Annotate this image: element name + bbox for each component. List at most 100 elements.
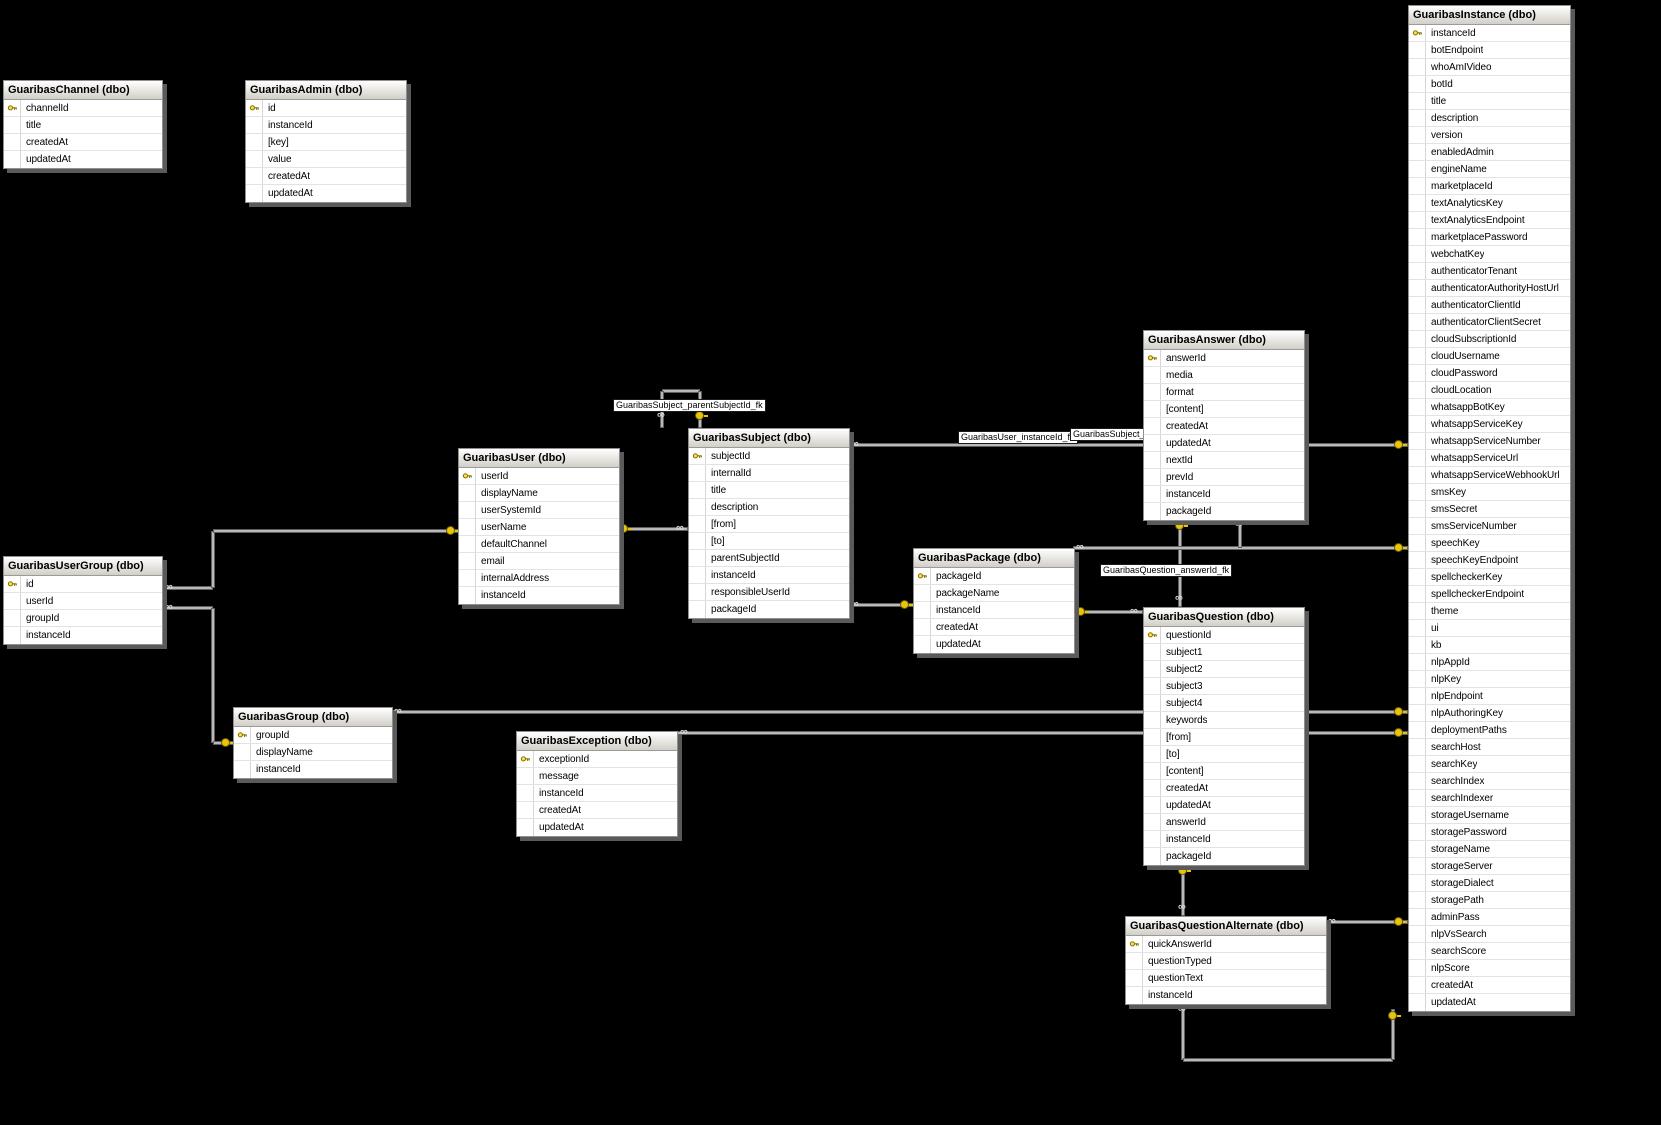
field-row-marketplacePassword[interactable]: marketplacePassword	[1409, 229, 1570, 246]
field-row-updatedAt[interactable]: updatedAt	[1144, 435, 1304, 452]
field-row-groupId[interactable]: groupId	[4, 610, 162, 627]
table-title-bar[interactable]: GuaribasPackage (dbo)	[914, 549, 1074, 568]
field-row-format[interactable]: format	[1144, 384, 1304, 401]
table-title-bar[interactable]: GuaribasGroup (dbo)	[234, 708, 392, 727]
field-row-version[interactable]: version	[1409, 127, 1570, 144]
field-row-botId[interactable]: botId	[1409, 76, 1570, 93]
field-row-content[interactable]: [content]	[1144, 401, 1304, 418]
field-row-userId[interactable]: userId	[459, 468, 619, 485]
field-row-displayName[interactable]: displayName	[459, 485, 619, 502]
field-row-packageId[interactable]: packageId	[914, 568, 1074, 585]
field-row-instanceId[interactable]: instanceId	[234, 761, 392, 778]
table-title-bar[interactable]: GuaribasQuestion (dbo)	[1144, 608, 1304, 627]
field-row-subjectId[interactable]: subjectId	[689, 448, 849, 465]
field-row-ui[interactable]: ui	[1409, 620, 1570, 637]
field-row-engineName[interactable]: engineName	[1409, 161, 1570, 178]
field-row-marketplaceId[interactable]: marketplaceId	[1409, 178, 1570, 195]
relationship-line-subject-parentsubject-self[interactable]	[662, 389, 700, 393]
field-row-smsServiceNumber[interactable]: smsServiceNumber	[1409, 518, 1570, 535]
field-row-instanceId[interactable]: instanceId	[689, 567, 849, 584]
field-row-instanceId[interactable]: instanceId	[246, 117, 406, 134]
field-row-from[interactable]: [from]	[1144, 729, 1304, 746]
field-row-internalId[interactable]: internalId	[689, 465, 849, 482]
field-row-authenticatorClientSecret[interactable]: authenticatorClientSecret	[1409, 314, 1570, 331]
field-row-smsKey[interactable]: smsKey	[1409, 484, 1570, 501]
field-row-cloudSubscriptionId[interactable]: cloudSubscriptionId	[1409, 331, 1570, 348]
relationship-line-bottom-route-instance[interactable]	[1391, 1009, 1395, 1060]
field-row-packageId[interactable]: packageId	[1144, 848, 1304, 865]
field-row-searchHost[interactable]: searchHost	[1409, 739, 1570, 756]
table-title-bar[interactable]: GuaribasUser (dbo)	[459, 449, 619, 468]
field-row-instanceId[interactable]: instanceId	[517, 785, 677, 802]
field-row-botEndpoint[interactable]: botEndpoint	[1409, 42, 1570, 59]
table-title-bar[interactable]: GuaribasSubject (dbo)	[689, 429, 849, 448]
field-row-title[interactable]: title	[689, 482, 849, 499]
field-row-title[interactable]: title	[1409, 93, 1570, 110]
field-row-updatedAt[interactable]: updatedAt	[1409, 994, 1570, 1011]
field-row-quickAnswerId[interactable]: quickAnswerId	[1126, 936, 1326, 953]
field-row-whatsappServiceUrl[interactable]: whatsappServiceUrl	[1409, 450, 1570, 467]
field-row-id[interactable]: id	[4, 576, 162, 593]
field-row-createdAt[interactable]: createdAt	[1144, 418, 1304, 435]
field-row-updatedAt[interactable]: updatedAt	[4, 151, 162, 168]
field-row-storageUsername[interactable]: storageUsername	[1409, 807, 1570, 824]
field-row-cloudUsername[interactable]: cloudUsername	[1409, 348, 1570, 365]
field-row-cloudLocation[interactable]: cloudLocation	[1409, 382, 1570, 399]
field-row-nextId[interactable]: nextId	[1144, 452, 1304, 469]
field-row-searchKey[interactable]: searchKey	[1409, 756, 1570, 773]
field-row-createdAt[interactable]: createdAt	[1409, 977, 1570, 994]
field-row-responsibleUserId[interactable]: responsibleUserId	[689, 584, 849, 601]
field-row-updatedAt[interactable]: updatedAt	[914, 636, 1074, 653]
field-row-kb[interactable]: kb	[1409, 637, 1570, 654]
field-row-searchIndex[interactable]: searchIndex	[1409, 773, 1570, 790]
table-title-bar[interactable]: GuaribasChannel (dbo)	[4, 81, 162, 100]
field-row-message[interactable]: message	[517, 768, 677, 785]
field-row-instanceId[interactable]: instanceId	[914, 602, 1074, 619]
field-row-whatsappServiceWebhookUrl[interactable]: whatsappServiceWebhookUrl	[1409, 467, 1570, 484]
field-row-to[interactable]: [to]	[1144, 746, 1304, 763]
field-row-nlpVsSearch[interactable]: nlpVsSearch	[1409, 926, 1570, 943]
field-row-nlpScore[interactable]: nlpScore	[1409, 960, 1570, 977]
field-row-instanceId[interactable]: instanceId	[459, 587, 619, 604]
field-row-instanceId[interactable]: instanceId	[1126, 987, 1326, 1004]
field-row-packageId[interactable]: packageId	[689, 601, 849, 618]
field-row-subject1[interactable]: subject1	[1144, 644, 1304, 661]
field-row-value[interactable]: value	[246, 151, 406, 168]
field-row-defaultChannel[interactable]: defaultChannel	[459, 536, 619, 553]
field-row-nlpAppId[interactable]: nlpAppId	[1409, 654, 1570, 671]
relationship-line-bottom-route-instance[interactable]	[1183, 1058, 1393, 1062]
field-row-content[interactable]: [content]	[1144, 763, 1304, 780]
table-title-bar[interactable]: GuaribasAdmin (dbo)	[246, 81, 406, 100]
field-row-nlpEndpoint[interactable]: nlpEndpoint	[1409, 688, 1570, 705]
field-row-id[interactable]: id	[246, 100, 406, 117]
field-row-subject2[interactable]: subject2	[1144, 661, 1304, 678]
field-row-instanceId[interactable]: instanceId	[1144, 831, 1304, 848]
relationship-label[interactable]: GuaribasSubject_parentSubjectId_fk	[613, 399, 766, 412]
field-row-speechKeyEndpoint[interactable]: speechKeyEndpoint	[1409, 552, 1570, 569]
field-row-questionText[interactable]: questionText	[1126, 970, 1326, 987]
field-row-prevId[interactable]: prevId	[1144, 469, 1304, 486]
field-row-storageName[interactable]: storageName	[1409, 841, 1570, 858]
field-row-createdAt[interactable]: createdAt	[4, 134, 162, 151]
field-row-userId[interactable]: userId	[4, 593, 162, 610]
field-row-media[interactable]: media	[1144, 367, 1304, 384]
field-row-whatsappServiceKey[interactable]: whatsappServiceKey	[1409, 416, 1570, 433]
field-row-webchatKey[interactable]: webchatKey	[1409, 246, 1570, 263]
field-row-storageServer[interactable]: storageServer	[1409, 858, 1570, 875]
field-row-authenticatorClientId[interactable]: authenticatorClientId	[1409, 297, 1570, 314]
field-row-from[interactable]: [from]	[689, 516, 849, 533]
field-row-updatedAt[interactable]: updatedAt	[246, 185, 406, 202]
table-title-bar[interactable]: GuaribasUserGroup (dbo)	[4, 557, 162, 576]
field-row-createdAt[interactable]: createdAt	[914, 619, 1074, 636]
field-row-userName[interactable]: userName	[459, 519, 619, 536]
field-row-answerId[interactable]: answerId	[1144, 814, 1304, 831]
relationship-line-usergroup-user[interactable]	[213, 529, 458, 533]
field-row-adminPass[interactable]: adminPass	[1409, 909, 1570, 926]
